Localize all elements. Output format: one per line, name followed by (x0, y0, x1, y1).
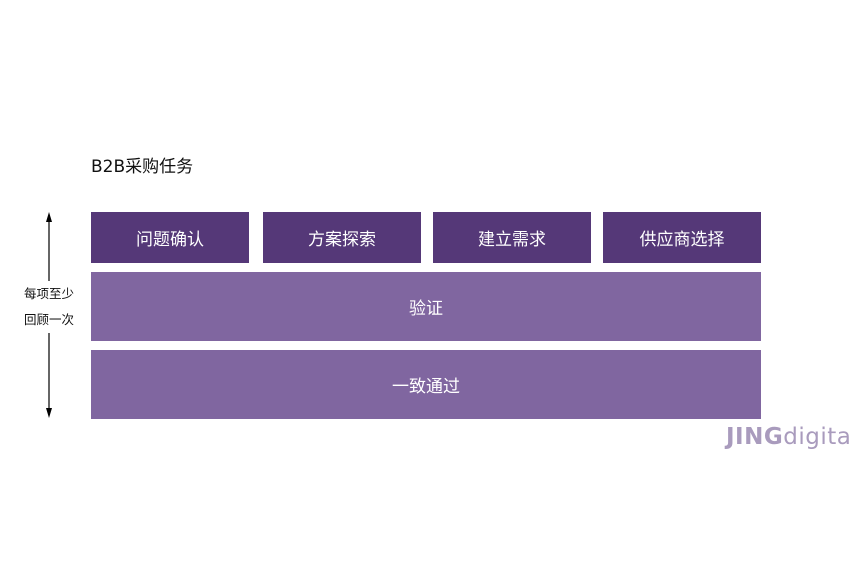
task-problem-identification: 问题确认 (91, 212, 249, 263)
verification-stage: 验证 (91, 272, 761, 341)
task-supplier-selection: 供应商选择 (603, 212, 761, 263)
task-solution-exploration: 方案探索 (263, 212, 421, 263)
review-label-line2: 回顾一次 (23, 312, 74, 327)
task-requirements-building: 建立需求 (433, 212, 591, 263)
review-label-line1: 每项至少 (23, 286, 74, 301)
diagram-title: B2B采购任务 (91, 157, 194, 177)
review-label: 每项至少 回顾一次 (14, 281, 84, 333)
jing-digital-logo: JINGdigital (726, 424, 851, 450)
consensus-stage: 一致通过 (91, 350, 761, 419)
